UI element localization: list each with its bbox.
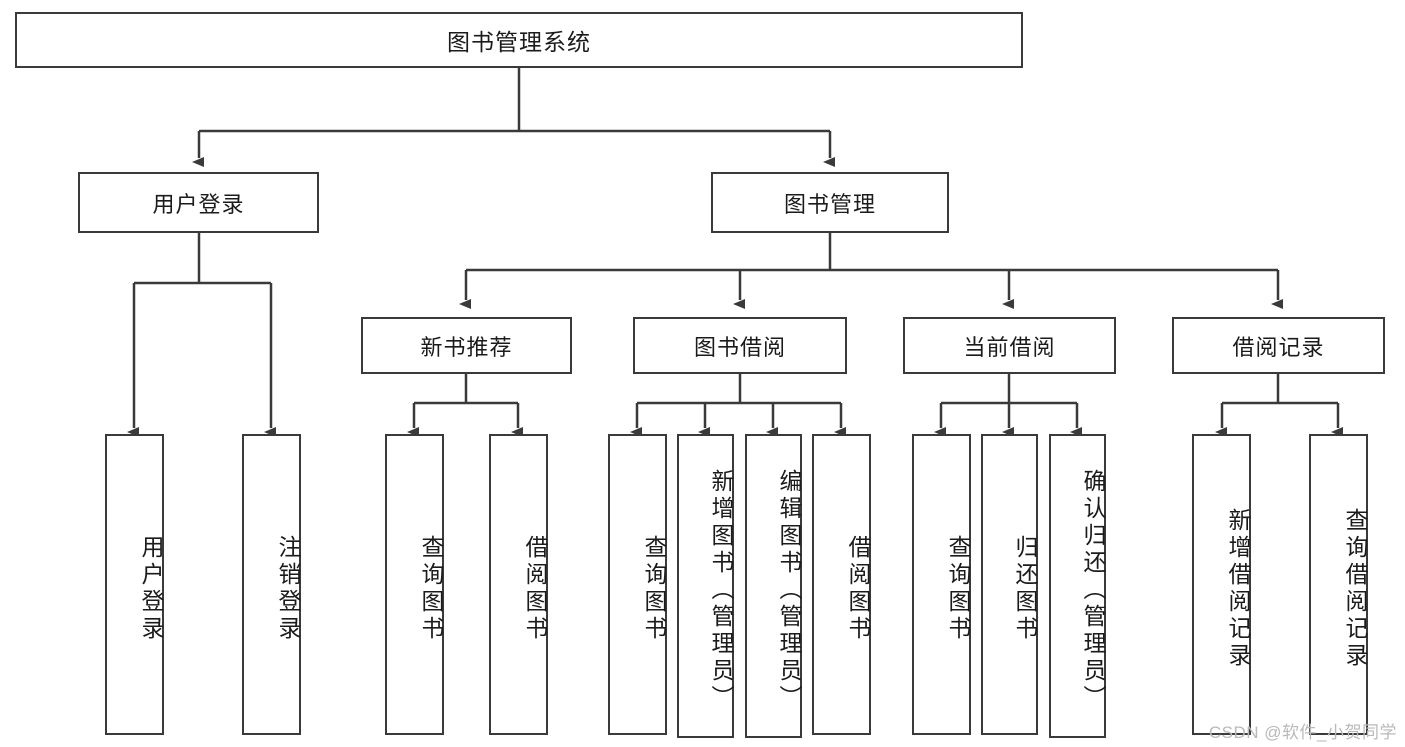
node-label: 查询借阅记录 — [1342, 507, 1368, 670]
node-label: 借阅图书 — [845, 534, 871, 643]
node-label: 借阅记录 — [1232, 334, 1325, 360]
node-leaf-user-login[interactable]: 用户登录 — [105, 434, 164, 735]
csdn-watermark: CSDN @软件_小贺同学 — [1208, 723, 1397, 742]
node-leaf-query-book-3[interactable]: 查询图书 — [912, 434, 971, 735]
node-label: 编辑图书（管理员） — [776, 468, 802, 712]
node-label: 注销登录 — [275, 534, 301, 643]
node-label: 新增图书（管理员） — [708, 468, 734, 712]
node-label: 当前借阅 — [963, 334, 1056, 360]
node-label: 查询图书 — [945, 534, 971, 643]
node-label: 新增借阅记录 — [1225, 507, 1251, 670]
node-label: 确认归还（管理员） — [1080, 468, 1106, 712]
node-current-borrow[interactable]: 当前借阅 — [903, 317, 1116, 374]
node-user-login[interactable]: 用户登录 — [78, 172, 319, 233]
node-label: 用户登录 — [152, 191, 245, 217]
node-leaf-edit-book-admin[interactable]: 编辑图书（管理员） — [745, 434, 802, 738]
node-new-book-recommendation[interactable]: 新书推荐 — [361, 317, 572, 374]
node-leaf-user-logout[interactable]: 注销登录 — [242, 434, 301, 735]
node-leaf-borrow-book-1[interactable]: 借阅图书 — [489, 434, 548, 735]
node-leaf-query-book-1[interactable]: 查询图书 — [385, 434, 444, 735]
node-label: 用户登录 — [138, 534, 164, 643]
node-label: 图书管理 — [783, 191, 876, 217]
node-leaf-query-book-2[interactable]: 查询图书 — [608, 434, 667, 735]
node-label: 图书管理系统 — [447, 29, 591, 55]
node-label: 查询图书 — [418, 534, 444, 643]
node-book-management[interactable]: 图书管理 — [711, 172, 949, 233]
node-leaf-query-borrow-record[interactable]: 查询借阅记录 — [1309, 434, 1368, 735]
node-leaf-borrow-book-2[interactable]: 借阅图书 — [812, 434, 871, 735]
node-leaf-add-book-admin[interactable]: 新增图书（管理员） — [677, 434, 734, 738]
node-root-book-management-system[interactable]: 图书管理系统 — [15, 12, 1023, 68]
node-label: 归还图书 — [1012, 534, 1038, 643]
node-leaf-return-book[interactable]: 归还图书 — [981, 434, 1038, 735]
node-label: 查询图书 — [641, 534, 667, 643]
node-leaf-add-borrow-record[interactable]: 新增借阅记录 — [1192, 434, 1251, 735]
node-borrow-record[interactable]: 借阅记录 — [1172, 317, 1385, 374]
node-label: 图书借阅 — [693, 334, 786, 360]
node-leaf-confirm-return-admin[interactable]: 确认归还（管理员） — [1049, 434, 1106, 738]
node-label: 借阅图书 — [522, 534, 548, 643]
node-book-borrow[interactable]: 图书借阅 — [633, 317, 847, 374]
node-label: 新书推荐 — [420, 334, 513, 360]
